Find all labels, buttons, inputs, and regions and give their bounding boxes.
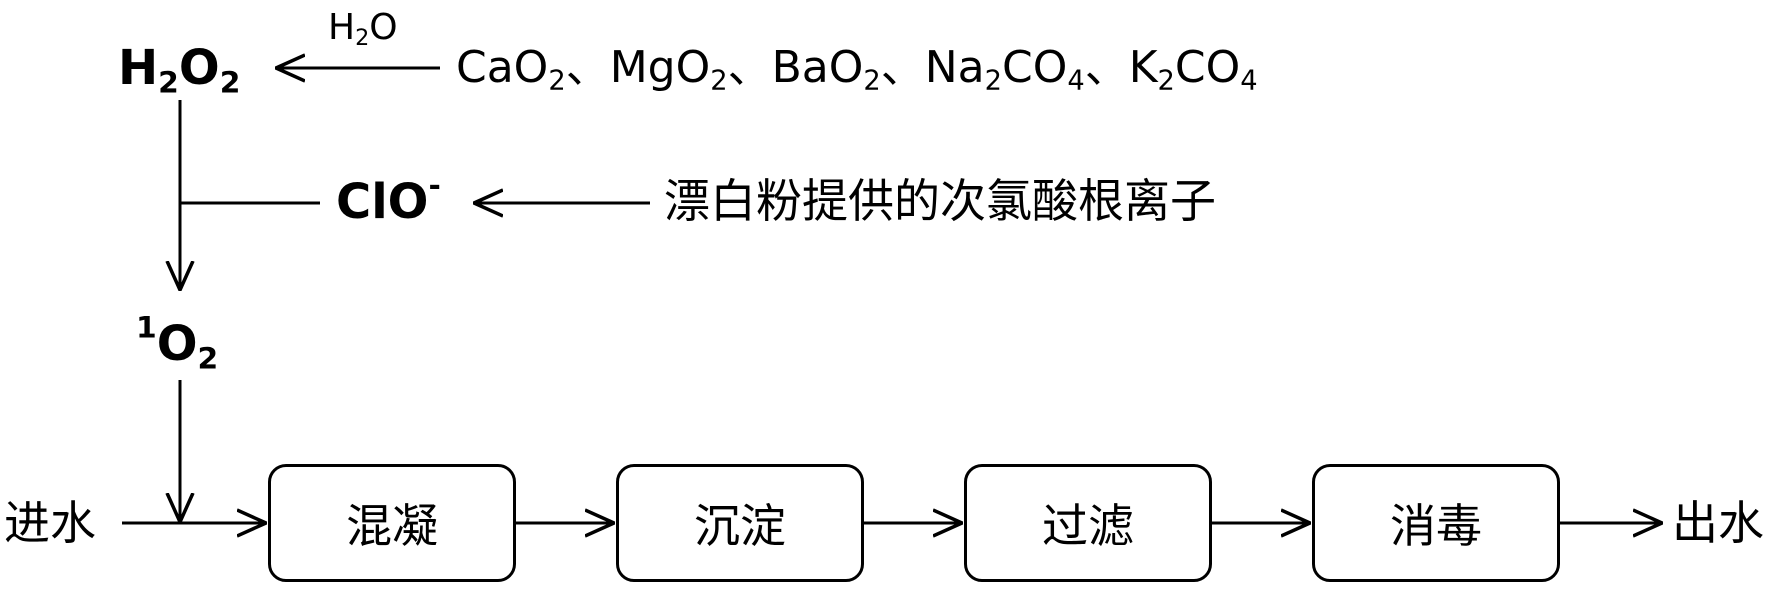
process-step-label: 混凝 [346, 499, 438, 553]
process-step-sedimentation: 沉淀 [616, 464, 864, 582]
process-step-label: 过滤 [1042, 499, 1134, 553]
peroxide-k2co4: K2CO4 [1128, 42, 1258, 97]
water-label: H2O [328, 7, 398, 52]
process-step-disinfection: 消毒 [1312, 464, 1560, 582]
process-step-label: 消毒 [1390, 499, 1482, 553]
process-step-filtration: 过滤 [964, 464, 1212, 582]
bleach-source-label: 漂白粉提供的次氯酸根离子 [664, 174, 1216, 228]
hydrogen-peroxide-label: H2O2 [118, 40, 241, 101]
outlet-label: 出水 [1672, 496, 1764, 550]
peroxide-na2co4: Na2CO4、 [924, 42, 1129, 97]
process-step-label: 沉淀 [694, 499, 786, 553]
hypochlorite-label: ClO- [336, 168, 441, 230]
peroxide-sources: CaO2、MgO2、BaO2、Na2CO4、K2CO4 [456, 46, 1258, 95]
peroxide-mgo2: MgO2、 [609, 42, 772, 97]
peroxide-cao2: CaO2、 [456, 42, 610, 97]
process-step-coagulation: 混凝 [268, 464, 516, 582]
inlet-label: 进水 [4, 496, 96, 550]
singlet-oxygen-label: 1O2 [136, 310, 219, 377]
peroxide-bao2: BaO2、 [771, 42, 925, 97]
